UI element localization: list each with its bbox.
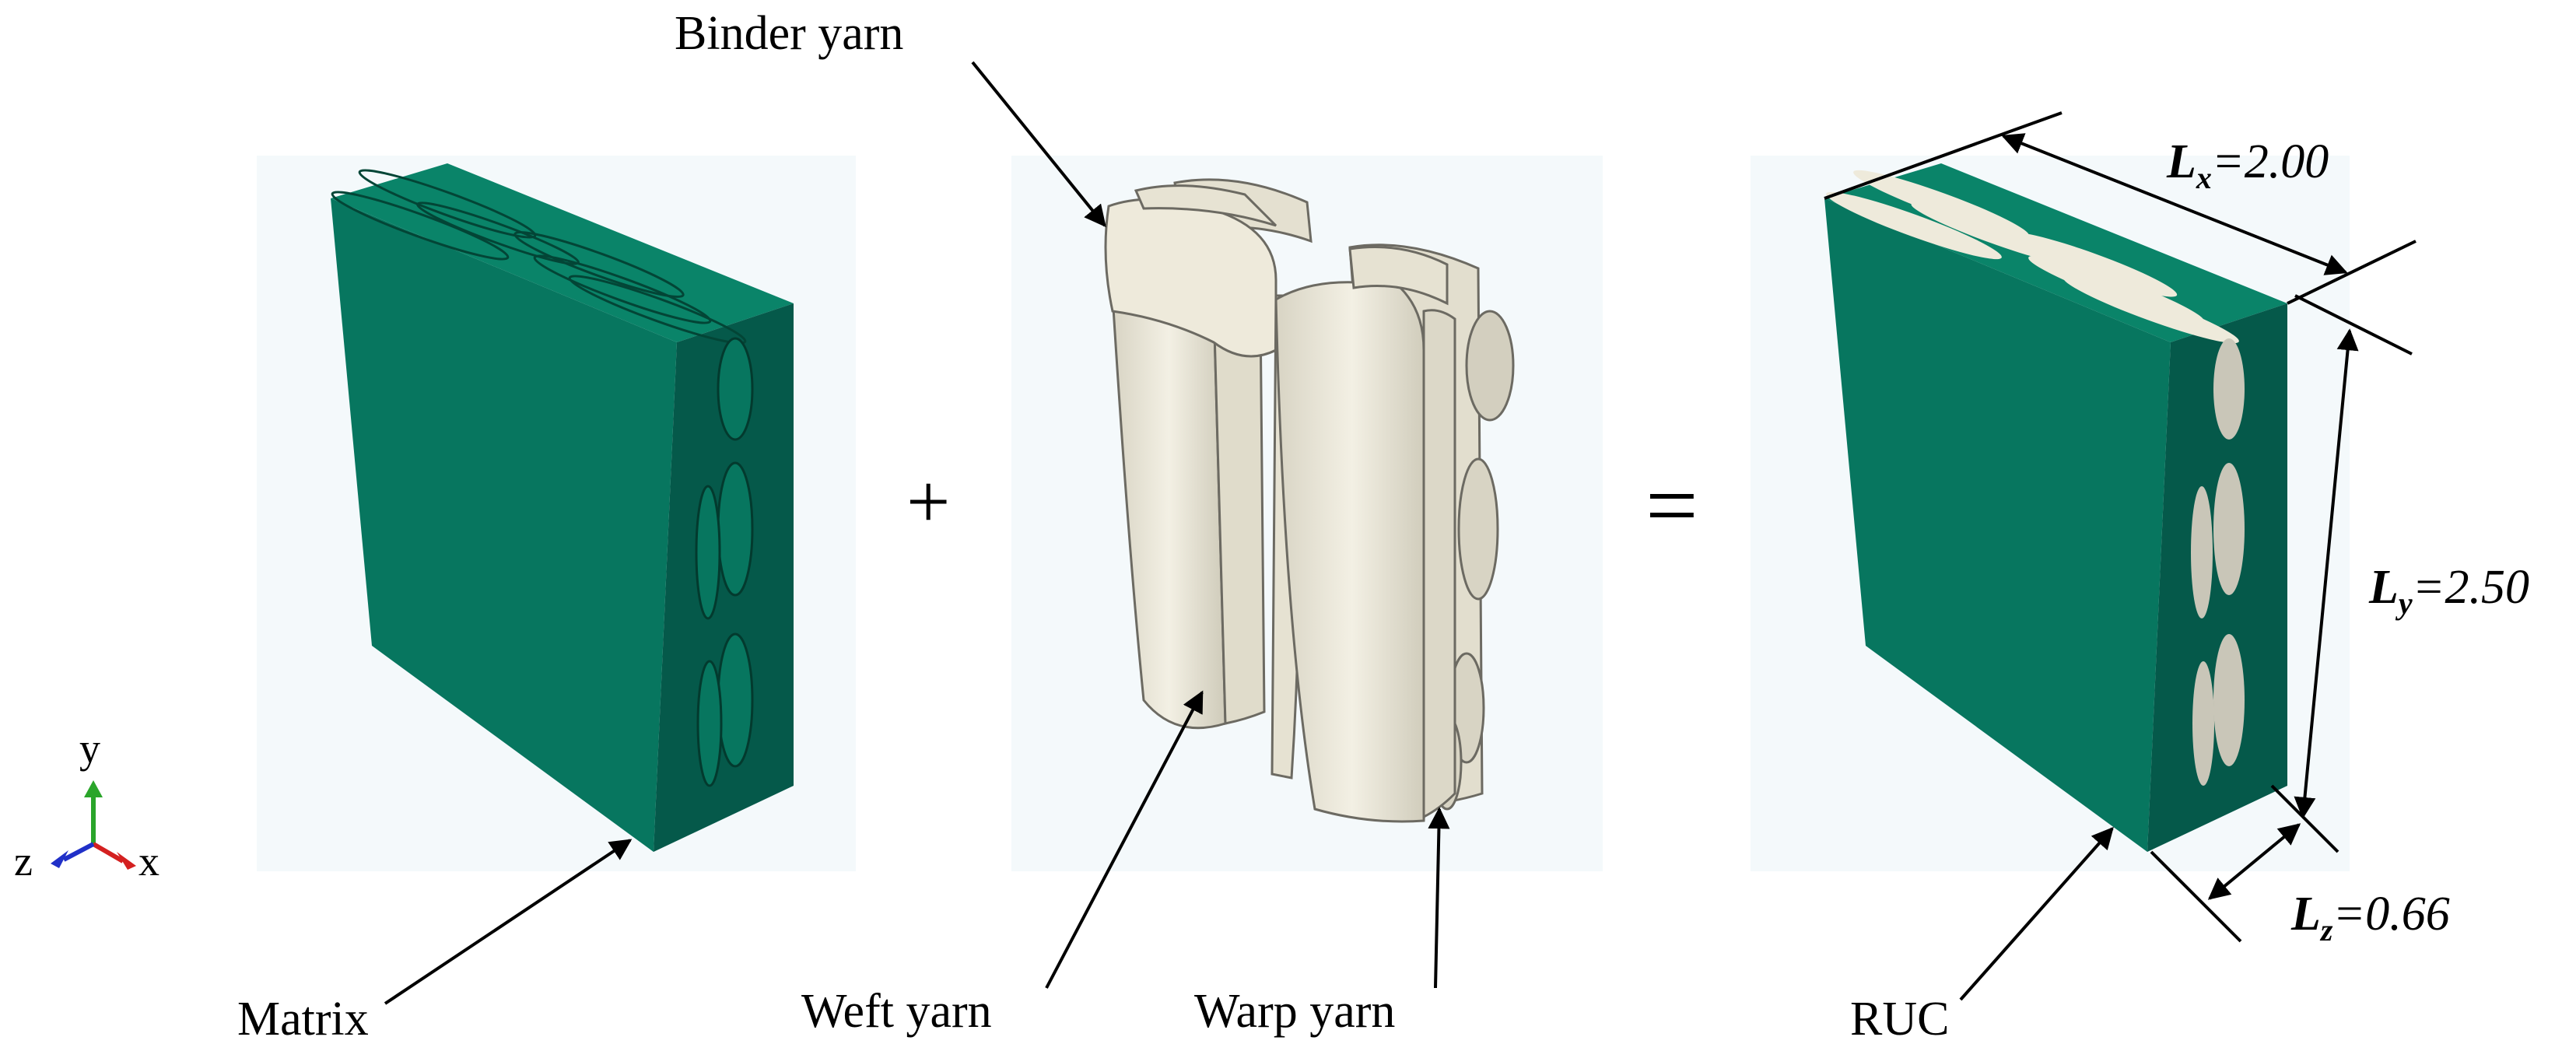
weft-yarn-label: Weft yarn	[801, 985, 992, 1038]
axis-z-head	[51, 850, 68, 868]
axis-y-head	[84, 780, 103, 797]
binder-yarn-leader	[971, 61, 1106, 228]
ruc-side-face	[2147, 303, 2287, 852]
dimension-lines	[1824, 111, 2417, 943]
matrix-label: Matrix	[237, 993, 369, 1046]
binder-yarn-label: Binder yarn	[675, 7, 903, 60]
yarn-assembly	[1104, 178, 1515, 823]
lx-label: Lx=2.00	[2166, 135, 2329, 195]
plus-sign: +	[906, 458, 950, 545]
warp-yarn-label: Warp yarn	[1194, 985, 1395, 1038]
axis-z-label: z	[14, 838, 33, 885]
axis-x-label: x	[138, 838, 159, 885]
ly-arrow	[2294, 328, 2359, 819]
axis-triad: y z x	[14, 725, 159, 885]
matrix-leader	[384, 839, 633, 1005]
ruc-leader	[1959, 826, 2114, 1001]
warp-yarn-leader	[1428, 807, 1450, 989]
axis-x-head	[117, 852, 136, 870]
equals-sign: =	[1645, 454, 1698, 557]
weft-yarn-leader	[1045, 690, 1204, 989]
matrix-front-face	[331, 198, 677, 852]
ruc-label: RUC	[1850, 993, 1949, 1046]
warp-yarn-end	[1465, 310, 1515, 422]
lx-arrow	[2001, 133, 2348, 275]
ly-label: Ly=2.50	[2368, 561, 2529, 621]
ruc-front-face	[1824, 198, 2171, 852]
matrix-block	[331, 163, 794, 852]
lz-arrow	[2207, 823, 2301, 900]
axis-y-label: y	[79, 725, 100, 772]
ruc-block	[1824, 163, 2287, 852]
lz-label: Lz=0.66	[2290, 888, 2450, 948]
leader-arrows	[384, 61, 2114, 1005]
